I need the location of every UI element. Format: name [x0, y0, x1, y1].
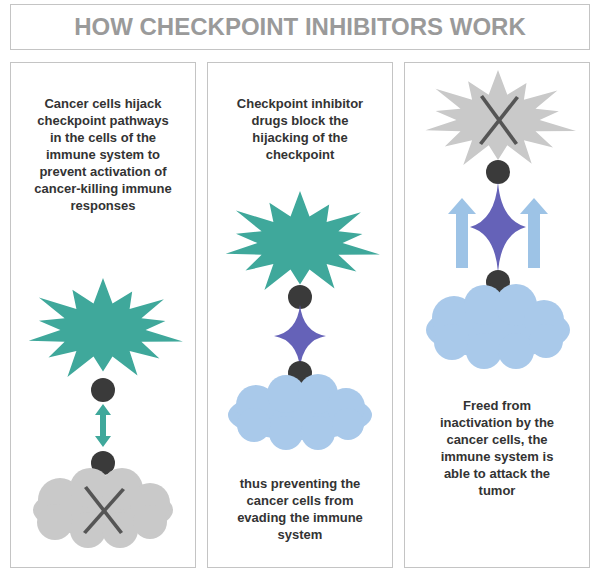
immune-cell: [426, 284, 570, 369]
inhibitor-drug: [274, 305, 326, 368]
checkpoint-dot: [91, 378, 115, 402]
panel: Checkpoint inhibitor drugs block the hij…: [207, 62, 393, 568]
cancer-cell: [226, 191, 380, 290]
double-arrow: [95, 404, 111, 447]
panel: Freed from inactivation by the cancer ce…: [404, 62, 590, 568]
title: HOW CHECKPOINT INHIBITORS WORK: [11, 5, 589, 49]
x-mark: [479, 95, 519, 145]
up-arrow: [520, 198, 548, 268]
panel: Cancer cells hijack checkpoint pathways …: [10, 62, 196, 568]
immune-cell: [228, 374, 372, 450]
dying-cancer-cell: [426, 70, 577, 165]
panel-text: Freed from inactivation by the cancer ce…: [429, 397, 565, 499]
panel-text: thus preventing the cancer cells from ev…: [230, 475, 370, 543]
inactive-immune-cell: [33, 468, 173, 548]
up-arrow: [448, 198, 476, 268]
panel-text: Checkpoint inhibitor drugs block the hij…: [230, 95, 370, 163]
x-mark: [83, 486, 125, 534]
cancer-cell: [29, 278, 183, 377]
inhibitor-drug: [470, 182, 526, 272]
title-box: HOW CHECKPOINT INHIBITORS WORK: [10, 4, 590, 50]
checkpoint-dot: [486, 160, 510, 184]
panel-text: Cancer cells hijack checkpoint pathways …: [33, 95, 173, 214]
